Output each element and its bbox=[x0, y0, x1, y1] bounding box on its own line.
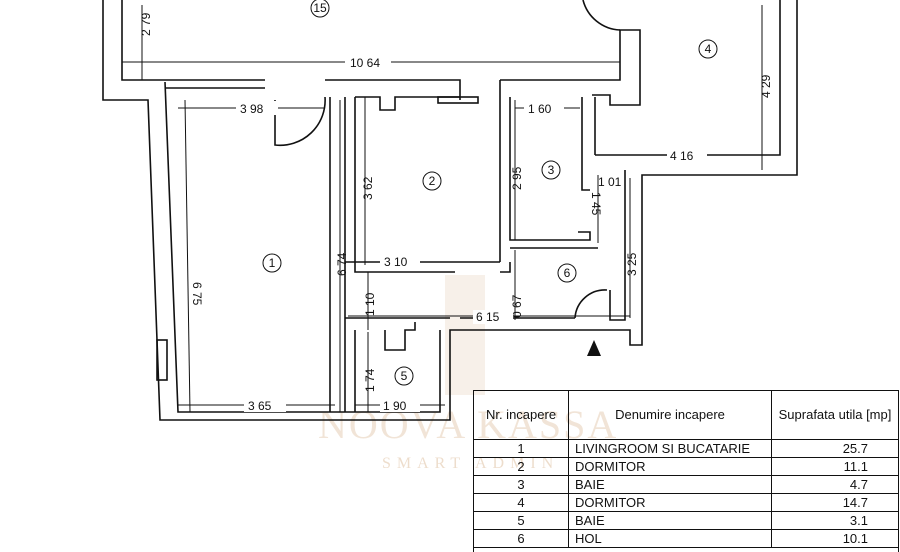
cell-area: 4.7 bbox=[771, 475, 899, 494]
dim-2-95: 2 95 bbox=[510, 166, 524, 190]
dim-1-60: 1 60 bbox=[528, 102, 552, 116]
dim-4-29: 4 29 bbox=[759, 74, 773, 98]
dim-3-10: 3 10 bbox=[384, 255, 408, 269]
entrance-arrow-icon bbox=[587, 340, 601, 356]
dim-3-62: 3 62 bbox=[361, 176, 375, 200]
table-header-row: Nr. incapere Denumire incapere Suprafata… bbox=[473, 390, 899, 440]
cell-nr: 6 bbox=[473, 529, 569, 548]
cell-name: LIVINGROOM SI BUCATARIE bbox=[568, 439, 772, 458]
room-label-3: 3 bbox=[548, 163, 555, 177]
dimension-labels: 10 64 2 79 3 98 1 60 4 16 4 29 6 75 6 74… bbox=[139, 12, 773, 413]
dim-6-74: 6 74 bbox=[335, 252, 349, 276]
dim-2-79: 2 79 bbox=[139, 12, 153, 36]
room-label-4: 4 bbox=[705, 42, 712, 56]
dim-4-16: 4 16 bbox=[670, 149, 694, 163]
dim-3-98: 3 98 bbox=[240, 102, 264, 116]
header-name: Denumire incapere bbox=[568, 390, 772, 440]
dim-6-15: 6 15 bbox=[476, 310, 500, 324]
dim-3-25: 3 25 bbox=[625, 252, 639, 276]
cell-name: HOL bbox=[568, 529, 772, 548]
header-nr: Nr. incapere bbox=[473, 390, 569, 440]
cell-area: 11.1 bbox=[771, 457, 899, 476]
cell-area: 10.1 bbox=[771, 529, 899, 548]
cell-name: BAIE bbox=[568, 511, 772, 530]
room-labels: 15 1 2 3 4 5 6 bbox=[262, 0, 718, 386]
cell-area: 25.7 bbox=[771, 439, 899, 458]
room-label-15: 15 bbox=[313, 1, 327, 15]
cell-nr: 3 bbox=[473, 475, 569, 494]
room-label-2: 2 bbox=[429, 174, 436, 188]
dim-10-64: 10 64 bbox=[350, 56, 380, 70]
dim-0-67: 0 67 bbox=[510, 294, 524, 318]
dim-3-65: 3 65 bbox=[248, 399, 272, 413]
dim-1-90: 1 90 bbox=[383, 399, 407, 413]
cell-nr: 2 bbox=[473, 457, 569, 476]
table-row-empty bbox=[473, 547, 899, 552]
cell-name: DORMITOR bbox=[568, 493, 772, 512]
dim-1-10: 1 10 bbox=[363, 292, 377, 316]
room-label-6: 6 bbox=[564, 266, 571, 280]
room-area-table: Nr. incapere Denumire incapere Suprafata… bbox=[473, 390, 899, 552]
dim-1-01: 1 01 bbox=[598, 175, 622, 189]
cell-area: 14.7 bbox=[771, 493, 899, 512]
dim-6-75: 6 75 bbox=[190, 282, 204, 306]
cell-name: DORMITOR bbox=[568, 457, 772, 476]
cell-name: BAIE bbox=[568, 475, 772, 494]
header-area: Suprafata utila [mp] bbox=[771, 390, 899, 440]
cell-area: 3.1 bbox=[771, 511, 899, 530]
cell-nr: 5 bbox=[473, 511, 569, 530]
room-label-5: 5 bbox=[401, 369, 408, 383]
cell-nr: 1 bbox=[473, 439, 569, 458]
room-label-1: 1 bbox=[269, 256, 276, 270]
dim-1-45: 1 45 bbox=[589, 192, 603, 216]
walls bbox=[102, 0, 798, 421]
dim-1-74: 1 74 bbox=[363, 368, 377, 392]
cell-nr: 4 bbox=[473, 493, 569, 512]
